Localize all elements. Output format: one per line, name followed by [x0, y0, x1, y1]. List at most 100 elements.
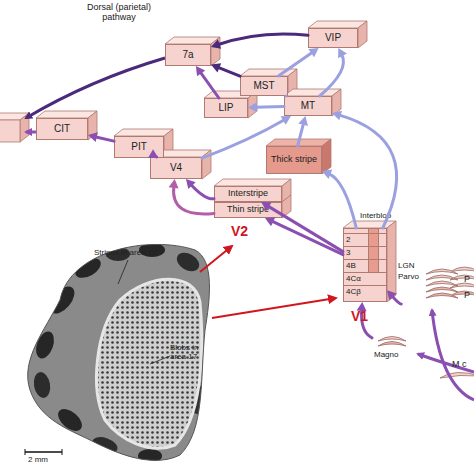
- annotation-text: Blobs in area 17: [170, 344, 212, 362]
- box-label: 7a: [182, 50, 193, 61]
- magno-layer: [378, 342, 406, 347]
- box-side-face: [387, 221, 396, 302]
- input-arrow: [418, 354, 474, 372]
- area-box: VIP: [308, 28, 358, 48]
- connector-arrow: [320, 48, 347, 96]
- box-top-face: [308, 21, 367, 28]
- annotation-text: Dorsal (parietal) pathway: [74, 3, 164, 23]
- pathway-arrow: [26, 131, 36, 134]
- box-top-face: [114, 129, 173, 136]
- arrow-head: [308, 48, 318, 57]
- connector-arrow: [387, 290, 401, 304]
- connector-arrow: [186, 179, 214, 199]
- arrow-head: [281, 116, 291, 125]
- connector-arrow: [261, 202, 343, 252]
- connector-arrow: [322, 170, 356, 228]
- nucleus-label: LGN Parvo: [398, 260, 428, 282]
- connector-line: [95, 137, 114, 141]
- arrow-head: [338, 48, 347, 58]
- arrow-head: [169, 179, 179, 189]
- arrow-head: [196, 66, 205, 76]
- cell-label: Magno: [374, 349, 398, 360]
- box-side-face: [322, 139, 331, 174]
- stripe-patch: [72, 254, 104, 282]
- lgn-layer: [426, 293, 458, 298]
- connector-arrow: [148, 149, 158, 158]
- connector-line: [298, 123, 304, 146]
- connector-arrow: [332, 111, 397, 228]
- stripe-patch: [138, 449, 162, 463]
- connector-arrow: [202, 116, 291, 158]
- magno-layer: [378, 337, 406, 342]
- connector-line: [339, 115, 397, 228]
- connector-line: [191, 184, 214, 199]
- connector-arrow: [169, 179, 214, 214]
- connector-line: [392, 295, 402, 304]
- arrow-head: [322, 170, 332, 179]
- box-label: V4: [170, 163, 182, 174]
- layer-label: 4Cα: [344, 272, 386, 285]
- brain-photo: [15, 235, 215, 474]
- area-box: MT: [284, 96, 332, 116]
- scale-tick: [25, 449, 26, 455]
- box-label: Interstripe: [228, 189, 268, 198]
- area-box: CIT: [36, 118, 88, 140]
- arrow-head: [186, 179, 196, 189]
- box-side-face: [164, 129, 173, 158]
- lgn-layer: [426, 281, 458, 286]
- pointer-arrow: [212, 298, 336, 318]
- pointer-arrow: [200, 246, 232, 272]
- retina-cell: [440, 372, 474, 378]
- box-label: CIT: [54, 124, 70, 135]
- stripe-box: Thin stripe: [214, 202, 282, 218]
- brain-tissue: [15, 235, 215, 474]
- box-top-face: [36, 111, 97, 118]
- connector-line: [217, 67, 240, 76]
- box-label: VIP: [325, 33, 341, 44]
- box-label: MT: [301, 101, 315, 112]
- input-arrow: [432, 310, 474, 400]
- connector-line: [329, 174, 357, 228]
- arrow-head: [148, 149, 158, 158]
- connector-line: [271, 221, 343, 255]
- connector-line: [255, 105, 284, 109]
- connector-line: [278, 52, 313, 76]
- connector-arrow: [196, 66, 219, 98]
- connector-arrow: [298, 116, 308, 146]
- area-box: LIP: [204, 98, 248, 118]
- connector-line: [320, 54, 344, 96]
- box-side-face: [20, 113, 29, 142]
- layer-label: 2: [344, 233, 386, 246]
- scale-label: 2 mm: [28, 456, 68, 465]
- layer-label: 3: [344, 246, 386, 259]
- lgn-nucleus: LGN Parvo: [398, 258, 460, 304]
- region-label: Interblob: [360, 210, 391, 222]
- box-label: Thin stripe: [227, 205, 269, 214]
- arrow-head: [332, 111, 342, 121]
- box-top-face: [343, 221, 396, 228]
- scale-bar: [25, 451, 62, 453]
- box-side-face: [211, 37, 220, 66]
- box-top-face: [165, 37, 220, 44]
- area-name: V1: [351, 309, 381, 324]
- box-side-face: [88, 111, 97, 140]
- arrow-head: [88, 132, 98, 142]
- box-side-face: [358, 21, 367, 48]
- connector-line: [174, 186, 214, 214]
- stripe-patch: [54, 405, 86, 435]
- connector-arrow: [248, 102, 284, 112]
- connector-line: [202, 120, 285, 159]
- area-box: 7a: [165, 44, 211, 66]
- stripe-patch: [188, 386, 208, 414]
- box-label: Thick stripe: [271, 155, 317, 164]
- area-name: V2: [231, 224, 261, 239]
- lgn-layer: [426, 269, 458, 274]
- box-side-face: [332, 89, 341, 116]
- stripe-box: Interstripe: [214, 186, 282, 202]
- box-top-face: [0, 113, 29, 120]
- annotation-text: M c: [452, 360, 474, 370]
- arrow-head: [211, 39, 221, 48]
- stripe-patch: [32, 371, 52, 399]
